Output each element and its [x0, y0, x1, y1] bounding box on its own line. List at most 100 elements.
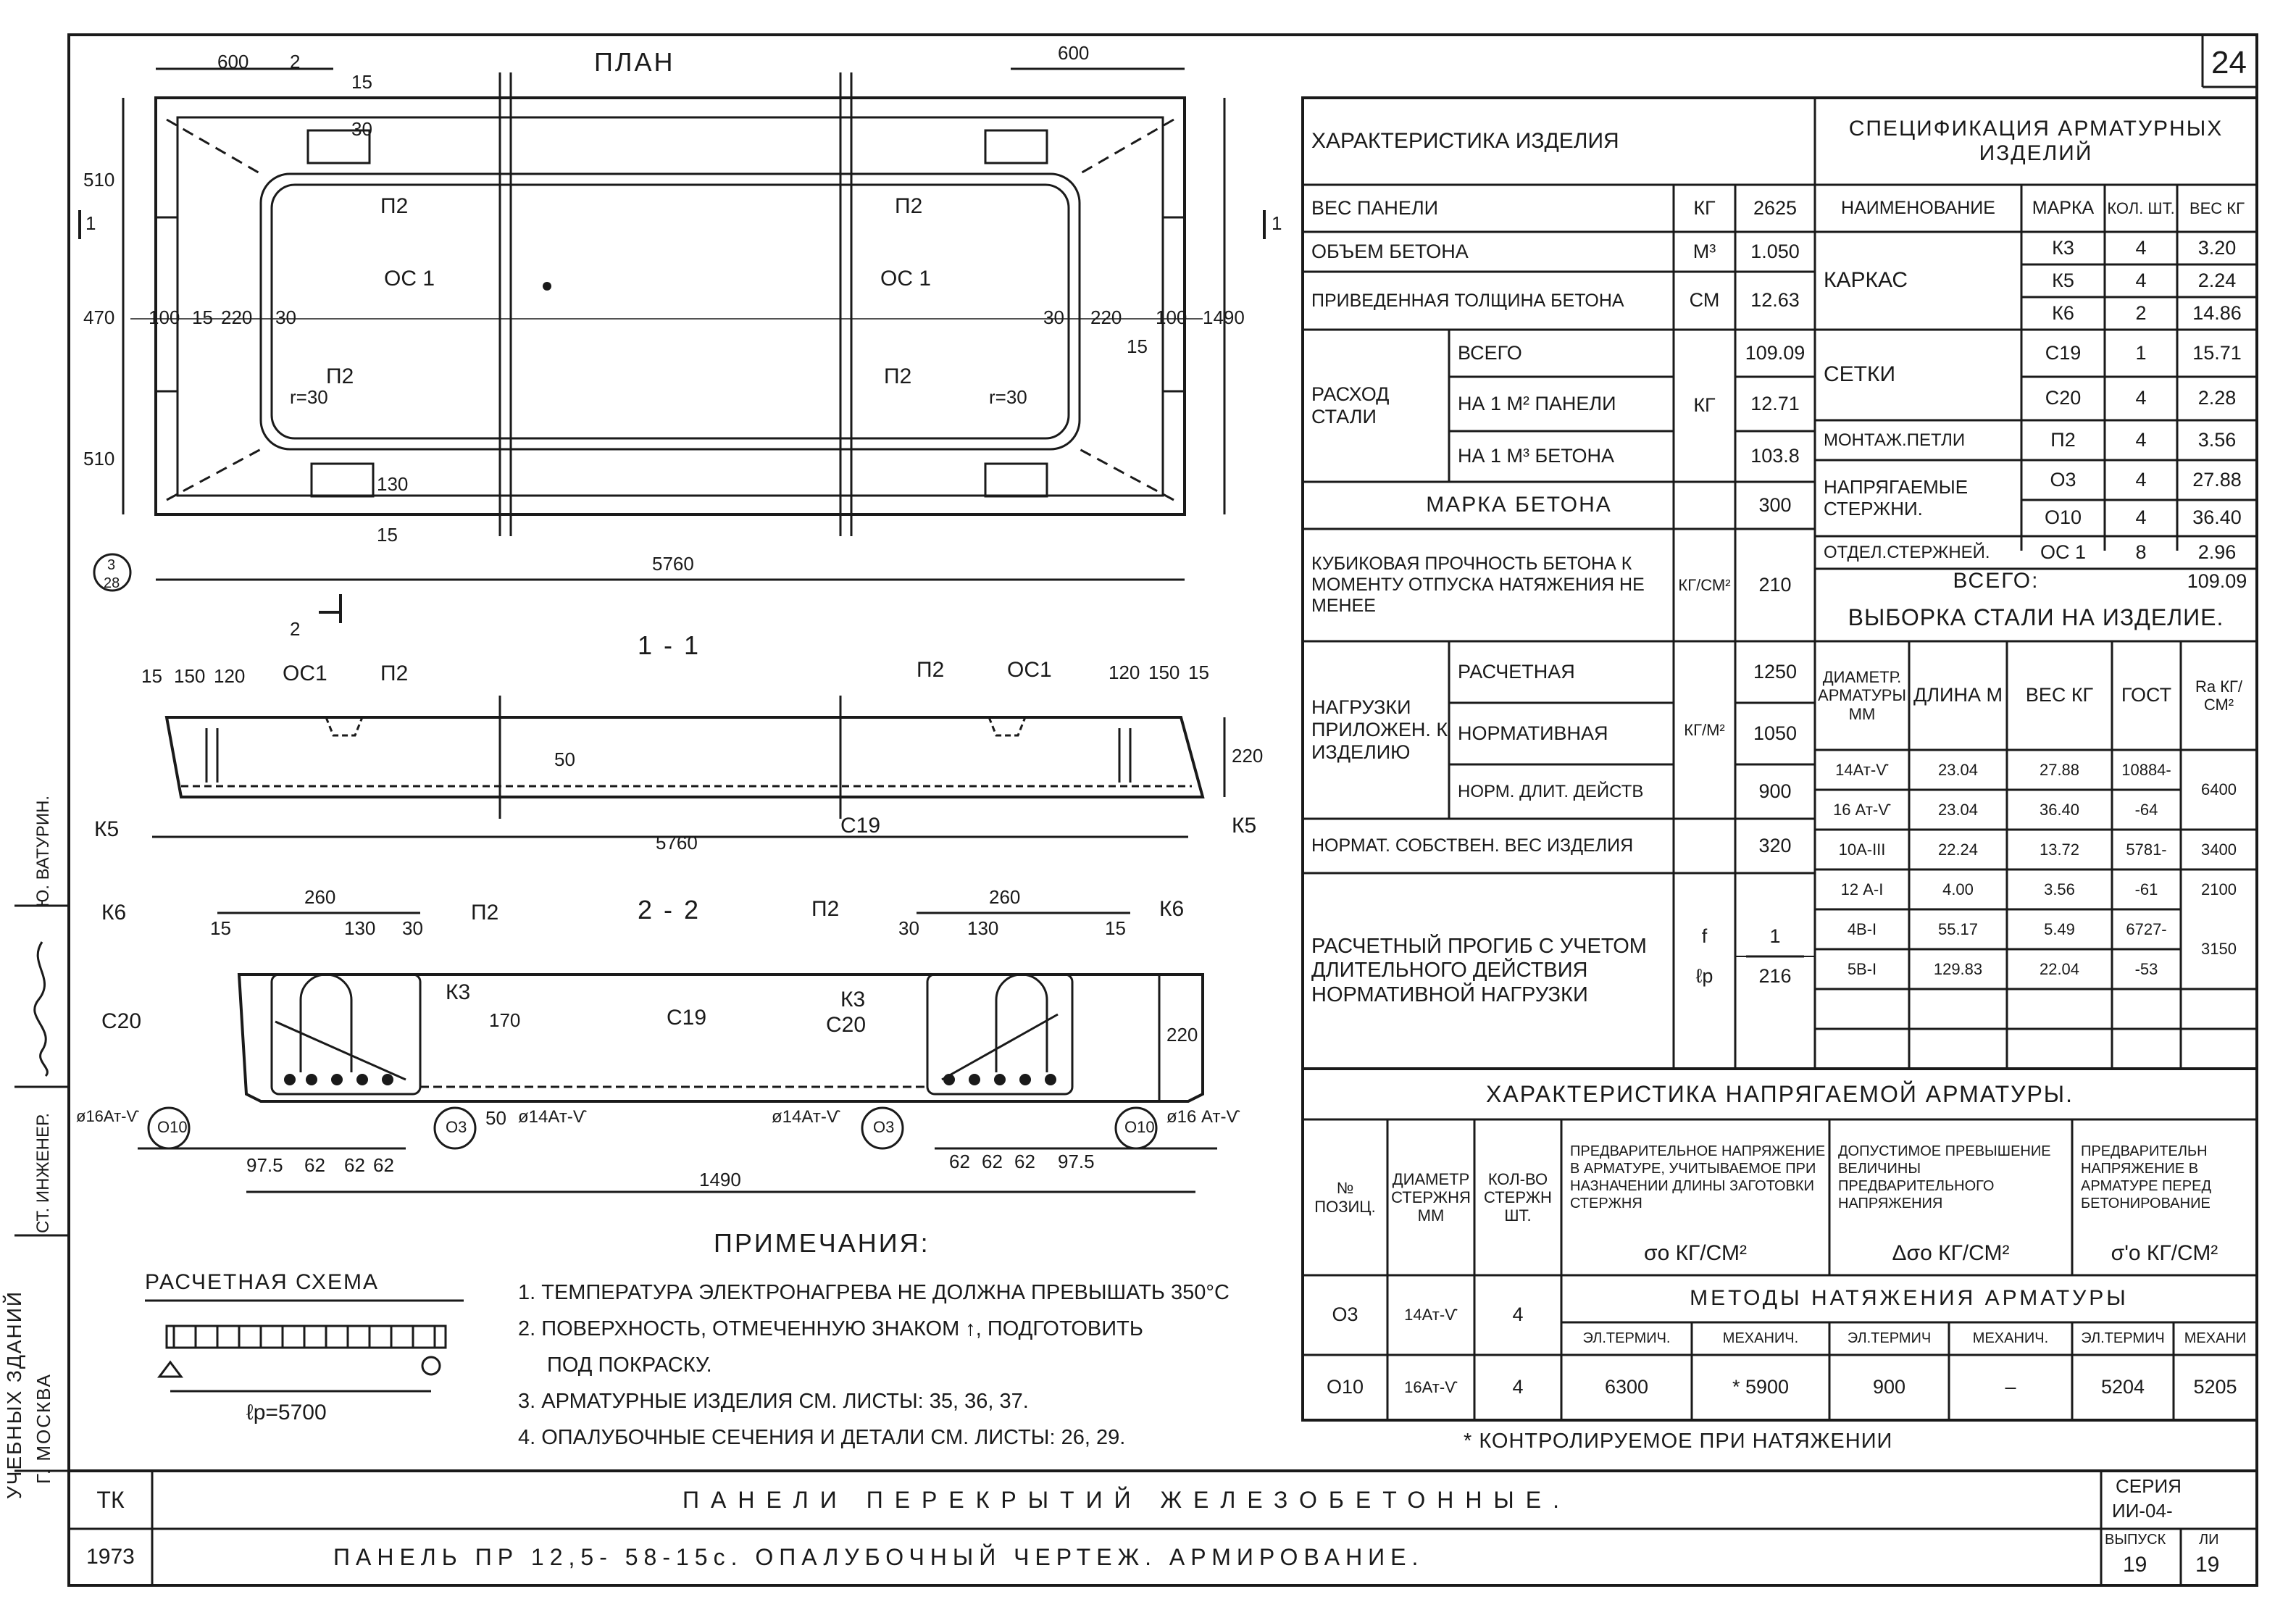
prestress-col-sigma0-unit: σо КГ/СМ²	[1644, 1240, 1747, 1265]
spec-c20-count: 4	[2135, 387, 2147, 409]
prestress-r1-count: 4	[1512, 1303, 1524, 1326]
spec-k5-mark: К5	[2052, 269, 2074, 291]
prestress-method-3: ЭЛ.ТЕРМИЧ	[1847, 1330, 1932, 1346]
char-steel-val3: 103.8	[1750, 445, 1800, 467]
spec-c19-mark: С19	[2045, 341, 2082, 364]
s2-label-bar14-r: ø14Ат-Ѵ	[772, 1107, 841, 1127]
plan-dim-5760: 5760	[652, 553, 694, 575]
plan-title: ПЛАН	[594, 47, 675, 77]
prestress-r1-diam: 14Ат-Ѵ	[1404, 1306, 1458, 1324]
s2-label-bar16-r: ø16 Ат-Ѵ	[1166, 1107, 1240, 1127]
s1-label-c19: С19	[840, 814, 881, 838]
plan-label-oc1-r: ОС 1	[880, 267, 932, 291]
spec-group-karkas: КАРКАС	[1824, 268, 1908, 293]
steel-ra-3: 2100	[2201, 880, 2237, 898]
plan-section-marker-2b: 2	[290, 618, 301, 640]
steel-gost-1: 10884-	[2121, 760, 2171, 779]
title-block-sheet-label: ЛИ	[2199, 1532, 2219, 1548]
s1-label-p2-r: П2	[917, 658, 945, 682]
char-deflection-label: РАСЧЕТНЫЙ ПРОГИБ С УЧЕТОМ ДЛИТЕЛЬНОГО ДЕ…	[1311, 934, 1647, 1006]
s2-dim-130b: 130	[967, 917, 999, 939]
char-steel-sub2: НА 1 М² ПАНЕЛИ	[1458, 392, 1616, 414]
plan-dim-510b: 510	[83, 448, 115, 470]
steel-r4-length: 4.00	[1942, 880, 1974, 898]
spec-k3-mark: К3	[2052, 236, 2074, 259]
prestress-r2-v2: * 5900	[1732, 1376, 1790, 1398]
spec-c19-weight: 15.71	[2192, 341, 2242, 364]
char-weight-value: 2625	[1753, 196, 1798, 219]
spec-k3-weight: 3.20	[2197, 236, 2237, 259]
section2-title: 2 - 2	[638, 895, 701, 925]
prestress-method-5: ЭЛ.ТЕРМИЧ	[2081, 1330, 2165, 1346]
plan-dim-220a: 220	[221, 306, 253, 328]
spec-col-count: КОЛ. ШТ.	[2107, 199, 2175, 217]
char-weight-label: ВЕС ПАНЕЛИ	[1311, 196, 1439, 219]
s2-label-c20-l: С20	[101, 1009, 142, 1033]
s2-dim-130a: 130	[344, 917, 376, 939]
plan-dim-15d: 15	[377, 524, 398, 546]
prestress-method-2: МЕХАНИЧ.	[1722, 1330, 1799, 1346]
steel-r2-weight: 36.40	[2039, 800, 2080, 819]
steel-r3-diam: 10А-ІІІ	[1838, 840, 1886, 859]
s2-dim-30b: 30	[898, 917, 919, 939]
steel-ra-2: 3400	[2201, 840, 2237, 859]
spec-k6-count: 2	[2135, 301, 2147, 324]
s1-dim-5760: 5760	[656, 832, 698, 854]
note-3: 3. АРМАТУРНЫЕ ИЗДЕЛИЯ СМ. ЛИСТЫ: 35, 36,…	[518, 1390, 1029, 1413]
prestress-method-4: МЕХАНИЧ.	[1972, 1330, 2049, 1346]
s1-label-k5-l: К5	[94, 817, 120, 841]
prestress-r2-pos: О10	[1326, 1376, 1364, 1398]
calc-scheme-span: ℓр=5700	[246, 1401, 327, 1424]
left-strip-city: Г. МОСКВА	[33, 1373, 54, 1484]
char-weight-unit: КГ	[1693, 196, 1716, 219]
plan-dim-100a: 100	[149, 306, 180, 328]
steel-r3-weight: 13.72	[2039, 840, 2080, 859]
char-volume-unit: М³	[1692, 240, 1716, 262]
s2-label-o10-l: О10	[157, 1118, 188, 1136]
s2-dim-220: 220	[1166, 1024, 1198, 1046]
prestress-r1-pos: О3	[1332, 1303, 1358, 1326]
s2-label-k3-l: К3	[446, 980, 471, 1004]
plan-section-marker-1-l: 1	[85, 212, 96, 234]
note-2: 2. ПОВЕРХНОСТЬ, ОТМЕЧЕННУЮ ЗНАКОМ ↑, ПОД…	[518, 1317, 1143, 1340]
plan-dim-1490: 1490	[1203, 306, 1245, 328]
section1-title: 1 - 1	[638, 630, 701, 660]
steel-col-ra: Rа КГ/СМ²	[2195, 677, 2243, 714]
char-header: ХАРАКТЕРИСТИКА ИЗДЕЛИЯ	[1311, 128, 1619, 153]
char-loads-sub3: НОРМ. ДЛИТ. ДЕЙСТВ	[1458, 781, 1644, 801]
char-steel-val1: 109.09	[1745, 341, 1806, 364]
char-strength-value: 210	[1758, 573, 1792, 596]
spec-o3-mark: О3	[2050, 468, 2076, 491]
char-strength-unit: КГ/СМ²	[1678, 575, 1731, 594]
s2-label-c20-r: С20	[826, 1013, 867, 1037]
note-1: 1. ТЕМПЕРАТУРА ЭЛЕКТРОНАГРЕВА НЕ ДОЛЖНА …	[518, 1281, 1230, 1304]
char-strength-label: КУБИКОВАЯ ПРОЧНОСТЬ БЕТОНА К МОМЕНТУ ОТП…	[1311, 554, 1645, 616]
char-loads-unit: КГ/М²	[1684, 720, 1725, 739]
steel-r4-weight: 3.56	[2044, 880, 2075, 898]
s1-dim-120b: 120	[1109, 662, 1140, 683]
steel-r6-length: 129.83	[1933, 959, 1983, 978]
prestress-method-6: МЕХАНИ	[2184, 1330, 2247, 1346]
char-loads-val1: 1250	[1753, 660, 1798, 683]
steel-r2-diam: 16 Ат-Ѵ	[1833, 800, 1891, 819]
steel-col-weight: ВЕС КГ	[2025, 684, 2094, 706]
spec-group-setki: СЕТКИ	[1824, 362, 1896, 387]
steel-r5-length: 55.17	[1937, 919, 1979, 938]
s2-dim-1490: 1490	[699, 1169, 741, 1190]
char-grade-label: МАРКА БЕТОНА	[1426, 493, 1612, 517]
title-block-year: 1973	[86, 1544, 135, 1569]
spec-k3-count: 4	[2135, 236, 2147, 259]
s2-dim-62b: 62	[344, 1154, 365, 1176]
plan-label-r30-r: r=30	[989, 386, 1027, 408]
steel-r1-length: 23.04	[1937, 760, 1979, 779]
plan-dim-30b: 30	[1043, 306, 1064, 328]
char-volume-label: ОБЪЕМ БЕТОНА	[1311, 240, 1469, 262]
plan-section-marker-1-r: 1	[1272, 212, 1282, 234]
plan-ref-top: 3	[107, 557, 116, 573]
spec-p2-mark: П2	[2050, 428, 2076, 451]
spec-group-prestressed: НАПРЯГАЕМЫЕ СТЕРЖНИ.	[1824, 475, 1969, 520]
char-loads-val3: 900	[1758, 780, 1792, 802]
prestress-col-delta-unit: Δσо КГ/СМ²	[1892, 1240, 2010, 1265]
plan-dim-470: 470	[83, 306, 115, 328]
prestress-method-1: ЭЛ.ТЕРМИЧ.	[1582, 1330, 1671, 1346]
